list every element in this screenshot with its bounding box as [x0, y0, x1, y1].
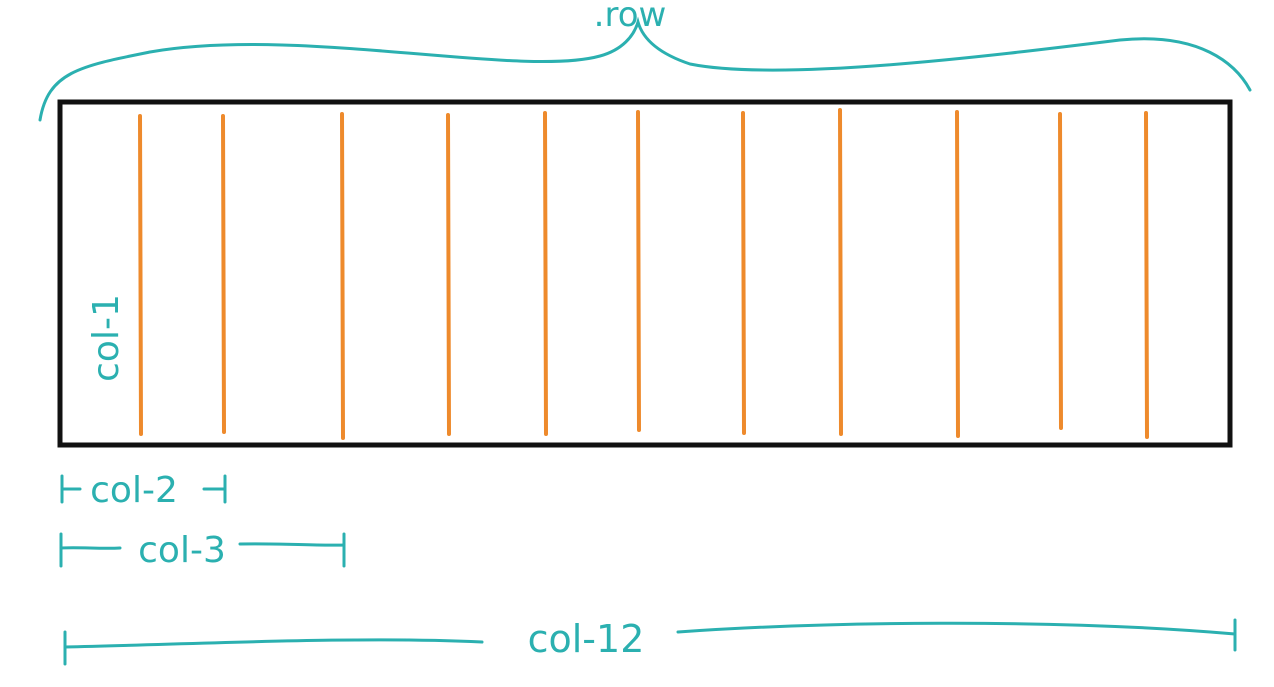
col-12-label: col-12 [528, 617, 645, 661]
col-3-left-dash [59, 546, 122, 550]
col-3-span: col-3 [59, 530, 346, 571]
column-divider-3 [340, 112, 345, 440]
col-2-span: col-2 [60, 470, 227, 511]
column-divider-2 [221, 114, 226, 434]
column-divider-4 [446, 113, 451, 436]
col-3-label: col-3 [138, 530, 226, 571]
col-2-label: col-2 [90, 470, 178, 511]
col-12-right-dash [676, 621, 1237, 636]
col-12-span: col-12 [63, 617, 1237, 666]
column-dividers [138, 108, 1149, 440]
col-3-right-dash [238, 542, 346, 547]
column-divider-5 [543, 111, 548, 436]
row-brace [38, 16, 1252, 122]
column-divider-10 [1058, 112, 1063, 430]
column-divider-7 [741, 111, 746, 435]
col-12-left-dash [63, 638, 484, 649]
column-divider-1 [138, 114, 143, 436]
column-divider-11 [1144, 111, 1149, 439]
row-label: .row [594, 0, 667, 35]
row-container [57, 99, 1233, 448]
col-1-label: col-1 [86, 294, 127, 382]
column-divider-6 [636, 110, 641, 432]
column-divider-9 [955, 110, 960, 438]
column-divider-8 [838, 108, 843, 436]
